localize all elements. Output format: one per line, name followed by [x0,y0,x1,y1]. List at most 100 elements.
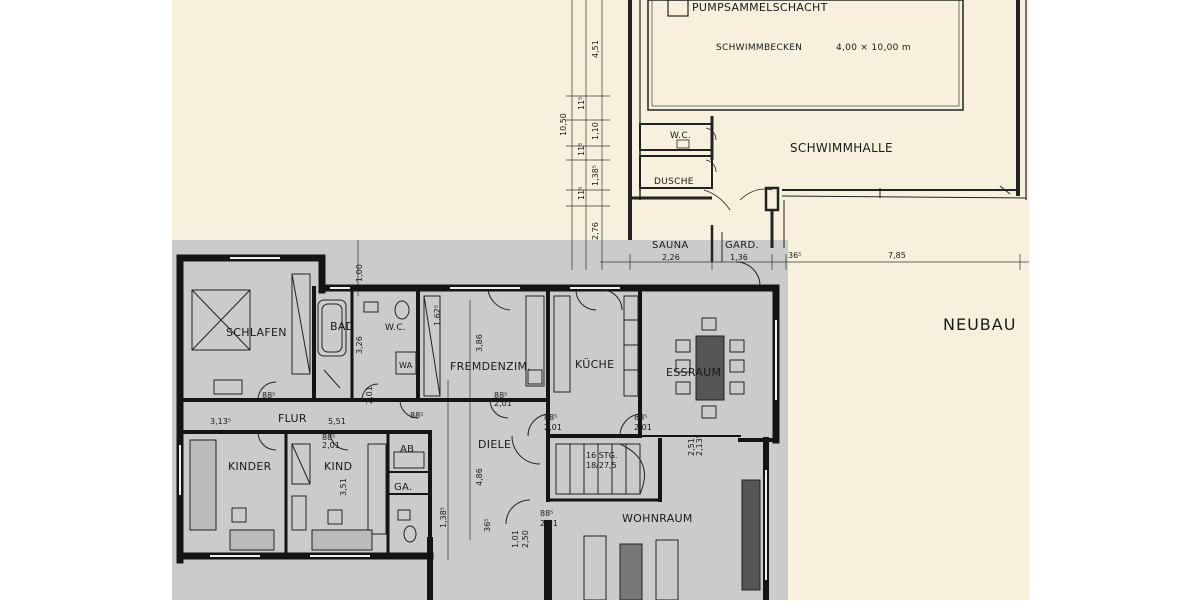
label-sauna: SAUNA [652,240,689,251]
dim-text: 2,50 [521,530,530,548]
dim-text: 36⁵ [483,519,492,532]
storage-shelves [393,451,425,469]
dim-text: 11⁵ [577,187,586,200]
bed-cover [191,289,251,351]
dim-text: 1,10 [591,122,600,140]
label-pumpsammelschacht: PUMPSAMMELSCHACHT [692,1,828,14]
dim-text: 3,13⁵ [210,417,231,426]
dim-text: 2,01 [540,519,558,528]
door-swing [739,188,773,201]
dim-text: 1,38⁵ [439,507,448,528]
kinder-bed [189,439,217,531]
dim-text: 2,51 [687,438,696,456]
label-flur: FLUR [278,412,307,425]
door-swing [601,289,623,311]
dim-text: 88⁵ [262,391,275,400]
pool-basin [647,0,964,111]
door-swing [511,435,541,465]
door-swing [399,399,419,419]
dim-text: 10,50 [559,113,568,136]
dimension-texts: 4,51 10,50 11⁵ 1,10 11⁵ 1,38⁵ 11⁵ 2,76 7… [210,40,906,548]
dim-text: 2,01 [634,423,652,432]
pool-basin-inner [651,0,960,107]
door-swing [329,431,349,451]
dim-text: 2,01 [365,386,374,404]
washbasin-wa [395,351,417,375]
door-swing [487,289,511,311]
label-schwimmhalle: SCHWIMMHALLE [790,141,893,155]
dim-text: 2,76 [591,222,600,240]
bathtub [317,299,347,357]
wardrobe-hatch [423,295,441,397]
chair [701,405,717,419]
door-swing [505,499,531,525]
dim-text: 2,26 [662,253,680,262]
dim-text: 7,85 [888,251,906,260]
dim-text: 36⁵ [788,251,801,260]
label-fremdenzim: FREMDENZIM. [450,360,531,373]
dim-text: 88⁵ [410,411,423,420]
house-walls [176,254,780,604]
chair [729,359,745,373]
dim-text: 11⁵ [577,143,586,156]
label-wc: W.C. [385,323,406,333]
label-ga: GA. [394,482,413,493]
chair [675,339,691,353]
pool-hall-wall-bottom-2 [781,195,1027,199]
label-gard: GARD. [725,240,759,251]
bed-fremden [525,295,545,387]
wardrobe-hatch [291,273,311,375]
dim-text: 4,51 [591,40,600,58]
door-swing [703,189,731,211]
ga-toilet [403,525,417,543]
label-wohnraum: WOHNRAUM [622,512,693,525]
label-kind: KIND [324,460,352,473]
bed-pillow [527,369,543,385]
window-mark [999,185,1011,195]
chair [675,381,691,395]
dim-text: 3,26 [355,336,364,354]
dim-text: 18/27,5 [586,461,617,470]
kind-shelf [311,529,373,551]
label-dusche: DUSCHE [654,177,694,187]
dim-text: 1,62⁵ [433,305,442,326]
dim-strip-shade [570,240,788,262]
room-labels: PUMPSAMMELSCHACHT SCHWIMMBECKEN 4,00 × 1… [226,1,1015,525]
kitchen-counter [553,295,571,393]
dim-text: 2,01 [544,423,562,432]
label-wc-top: W.C. [670,131,691,141]
kind-desk [327,509,343,525]
dim-text: 1,36 [730,253,748,262]
wohnraum-shelf [741,479,761,591]
label-kinder: KINDER [228,460,272,473]
ga-sink [397,509,411,521]
toilet [394,300,410,320]
dim-text: 88⁵ [494,391,507,400]
dim-text: 88⁵ [540,509,553,518]
kinder-desk [231,507,247,523]
wardrobe-fremden [423,295,441,397]
wc-fixture [676,139,690,149]
dining-table [695,335,725,401]
dim-text: 16 STG. [586,451,617,460]
label-wa: WA [399,361,413,370]
sink [363,301,379,313]
dim-text: 1,01 [511,530,520,548]
chair [729,339,745,353]
dim-text: 88⁵ [634,413,647,422]
dim-text: 1,38⁵ [591,165,600,186]
kind-locker [291,495,307,531]
label-kueche: KÜCHE [575,358,614,371]
furniture [189,261,761,601]
dim-text: 4,86 [475,468,484,486]
dim-text: 3,51 [339,478,348,496]
wardrobe [291,273,311,375]
chair [701,317,717,331]
door-swing [575,289,597,311]
dim-text: 1,00 [355,264,364,282]
door-swing [489,399,509,419]
existing-house-shade [172,240,788,600]
bath-fixture [323,369,341,389]
